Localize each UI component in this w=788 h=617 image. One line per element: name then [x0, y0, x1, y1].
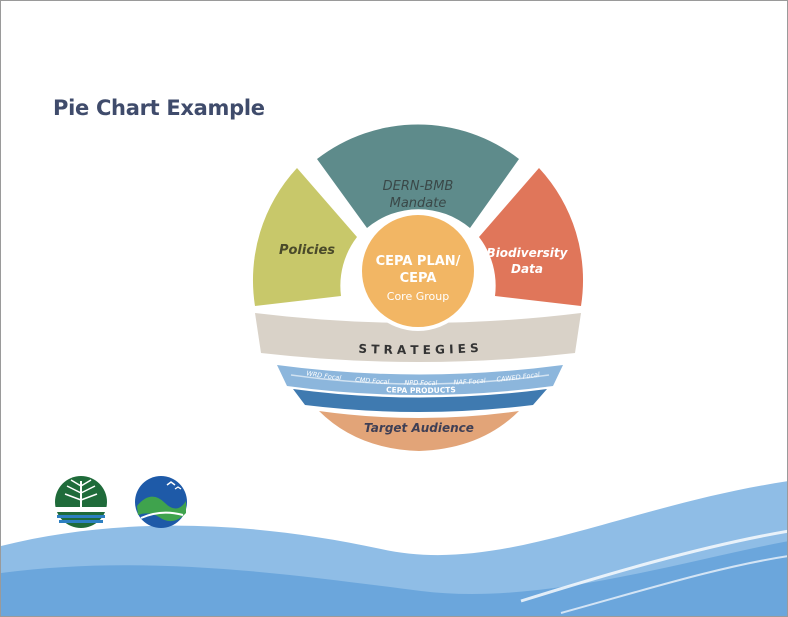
tree-logo [55, 476, 107, 528]
strategies-label: S T R A T E G I E S [358, 341, 479, 357]
center-circle [358, 211, 478, 331]
segment-biodiversity [479, 168, 584, 306]
focal-label-4-path: NAF Focal [453, 377, 486, 387]
center-label-line2: CEPA [400, 271, 437, 286]
focal-label-2: CMD Focal [355, 376, 390, 386]
segment-policies [252, 168, 357, 306]
focal-label-4: NAF Focal [453, 377, 486, 387]
strategies-band [255, 313, 581, 362]
nature-logo [135, 476, 187, 528]
focal-band [277, 365, 563, 395]
products-band [293, 389, 547, 412]
products-label: CEPA PRODUCTS [386, 385, 456, 395]
focal-band-inner-line [290, 374, 550, 385]
target-audience-segment [319, 411, 519, 451]
focal-label-3: NPD Focal [404, 379, 437, 387]
focal-label-2-path: CMD Focal [355, 376, 390, 386]
focal-label-3-path: NPD Focal [404, 379, 437, 387]
products-label-path: CEPA PRODUCTS [386, 385, 456, 395]
biodiversity-label-line2: Data [511, 262, 543, 276]
slide-title: Pie Chart Example [53, 96, 265, 120]
center-label-line1: CEPA PLAN/ [376, 254, 461, 269]
mandate-label-line2: Mandate [390, 196, 447, 211]
biodiversity-label-line1: Biodiversity [487, 246, 569, 260]
center-label-line3: Core Group [387, 290, 449, 303]
segment-mandate [317, 124, 519, 228]
policies-label: Policies [279, 243, 335, 258]
strategies-label-path: S T R A T E G I E S [358, 341, 479, 357]
target-audience-label: Target Audience [364, 421, 474, 435]
wave-decoration [1, 481, 787, 616]
mandate-label-line1: DERN-BMB [383, 179, 454, 194]
